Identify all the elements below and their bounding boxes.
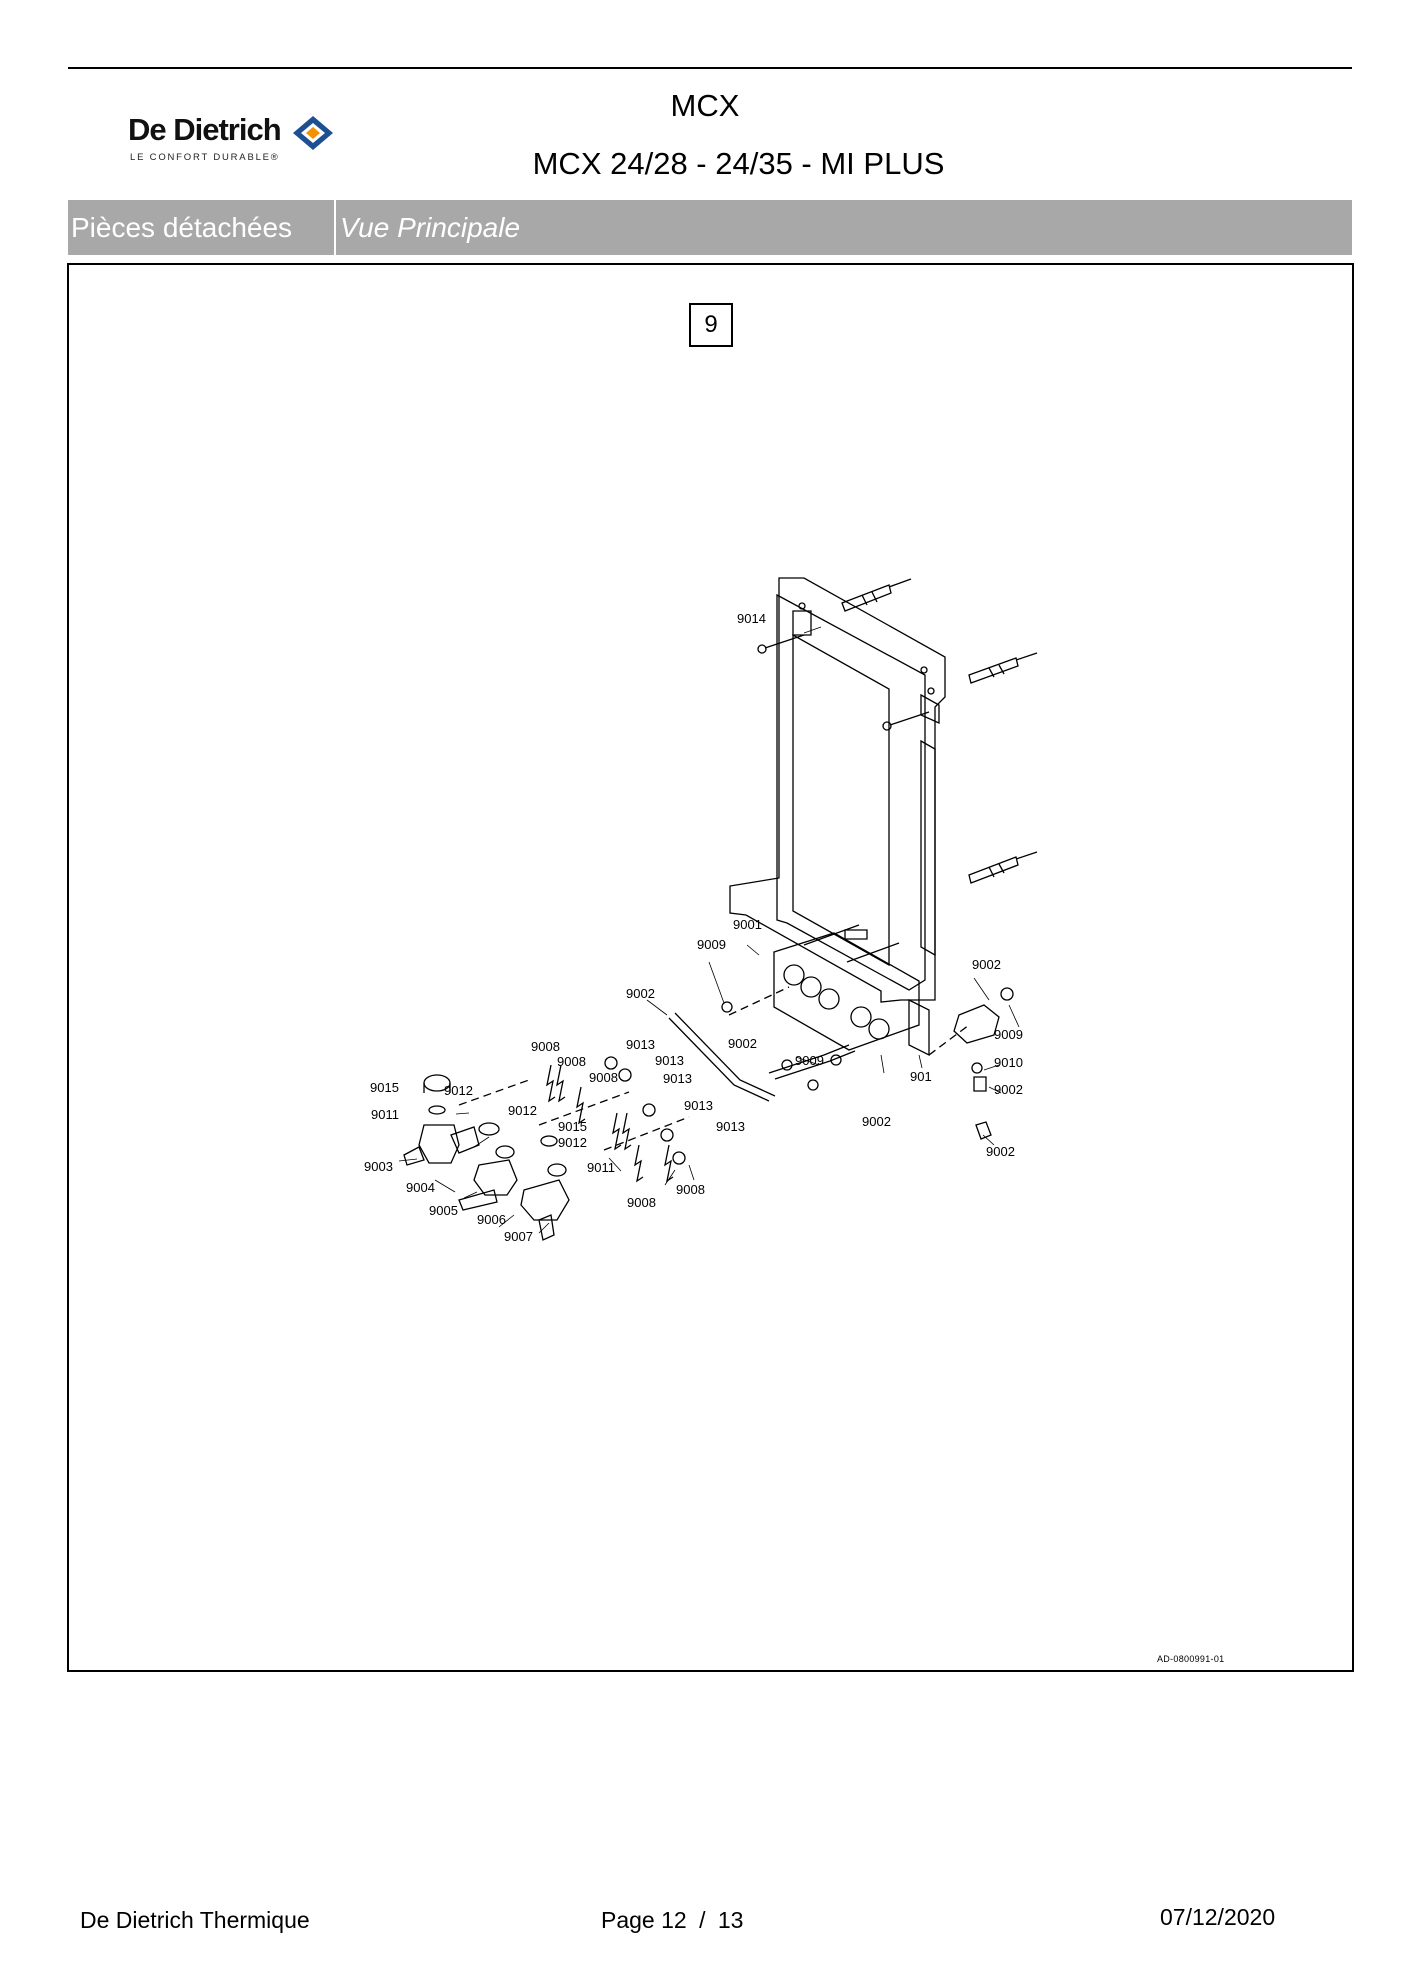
- part-label: 9005: [429, 1203, 458, 1218]
- page-word: Page: [601, 1907, 655, 1933]
- part-label: 9004: [406, 1180, 435, 1195]
- footer-page-indicator: Page 12 / 13: [601, 1907, 743, 1934]
- part-label: 9002: [972, 957, 1001, 972]
- part-label: 9014: [737, 611, 766, 626]
- part-label: 9001: [733, 917, 762, 932]
- part-label: 9002: [862, 1114, 891, 1129]
- part-label: 9013: [655, 1053, 684, 1068]
- part-label: 9008: [627, 1195, 656, 1210]
- part-label: 9012: [508, 1103, 537, 1118]
- diagram-drawing: [398, 577, 1038, 1241]
- drawing-code: AD-0800991-01: [1157, 1654, 1225, 1664]
- figure-frame: 9: [67, 263, 1354, 1672]
- part-label: 9011: [587, 1160, 615, 1175]
- part-label: 9002: [994, 1082, 1023, 1097]
- part-label: 9003: [364, 1159, 393, 1174]
- page-separator: /: [699, 1907, 706, 1933]
- part-labels: 9014 9001 9009 9002 9002 9009 9010 9002 …: [364, 611, 1023, 1244]
- valve-assembly: [403, 1074, 480, 1166]
- part-label: 9006: [477, 1212, 506, 1227]
- footer-company: De Dietrich Thermique: [80, 1907, 310, 1933]
- page-current: 12: [661, 1907, 687, 1933]
- part-label: 9015: [370, 1080, 399, 1095]
- part-label: 9008: [589, 1070, 618, 1085]
- part-label: 9013: [684, 1098, 713, 1113]
- part-label: 9008: [531, 1039, 560, 1054]
- wall-plug: [841, 578, 912, 612]
- part-label: 901: [910, 1069, 932, 1084]
- footer-date: 07/12/2020: [1160, 1904, 1276, 1930]
- part-label: 9010: [994, 1055, 1023, 1070]
- part-label: 9012: [558, 1135, 587, 1150]
- part-label: 9013: [626, 1037, 655, 1052]
- part-label: 9012: [444, 1083, 473, 1098]
- brand-diamond-icon: [293, 116, 333, 150]
- section-category: Pièces détachées: [68, 200, 336, 255]
- brand-logo: De Dietrich LE CONFORT DURABLE®: [128, 112, 348, 172]
- brand-name: De Dietrich: [128, 112, 282, 147]
- section-view: Vue Principale: [340, 212, 521, 243]
- part-label: 9002: [728, 1036, 757, 1051]
- exploded-parts-diagram: 9014 9001 9009 9002 9002 9009 9010 9002 …: [364, 577, 1038, 1244]
- valve-assembly: [520, 1135, 570, 1241]
- part-label: 9009: [697, 937, 726, 952]
- brand-tagline: LE CONFORT DURABLE®: [130, 152, 280, 163]
- part-label: 9008: [676, 1182, 705, 1197]
- part-label: 9013: [716, 1119, 745, 1134]
- section-bar: Pièces détachées Vue Principale: [68, 200, 1352, 255]
- part-label: 9009: [994, 1027, 1023, 1042]
- part-label: 9015: [558, 1119, 587, 1134]
- figure-number: 9: [689, 303, 733, 347]
- wall-plug: [968, 652, 1038, 684]
- part-label: 9007: [504, 1229, 533, 1244]
- part-label: 9008: [557, 1054, 586, 1069]
- part-label: 9002: [626, 986, 655, 1001]
- part-label: 9009: [795, 1053, 824, 1068]
- page-total: 13: [717, 1907, 744, 1933]
- part-label: 9011: [371, 1107, 399, 1122]
- page-title: MCX: [670, 88, 740, 123]
- top-rule: [68, 67, 1352, 69]
- part-label: 9013: [663, 1071, 692, 1086]
- wall-plug: [968, 851, 1038, 884]
- page-subtitle: MCX 24/28 - 24/35 - MI PLUS: [532, 146, 945, 181]
- valve-assembly: [458, 1122, 518, 1211]
- part-label: 9002: [986, 1144, 1015, 1159]
